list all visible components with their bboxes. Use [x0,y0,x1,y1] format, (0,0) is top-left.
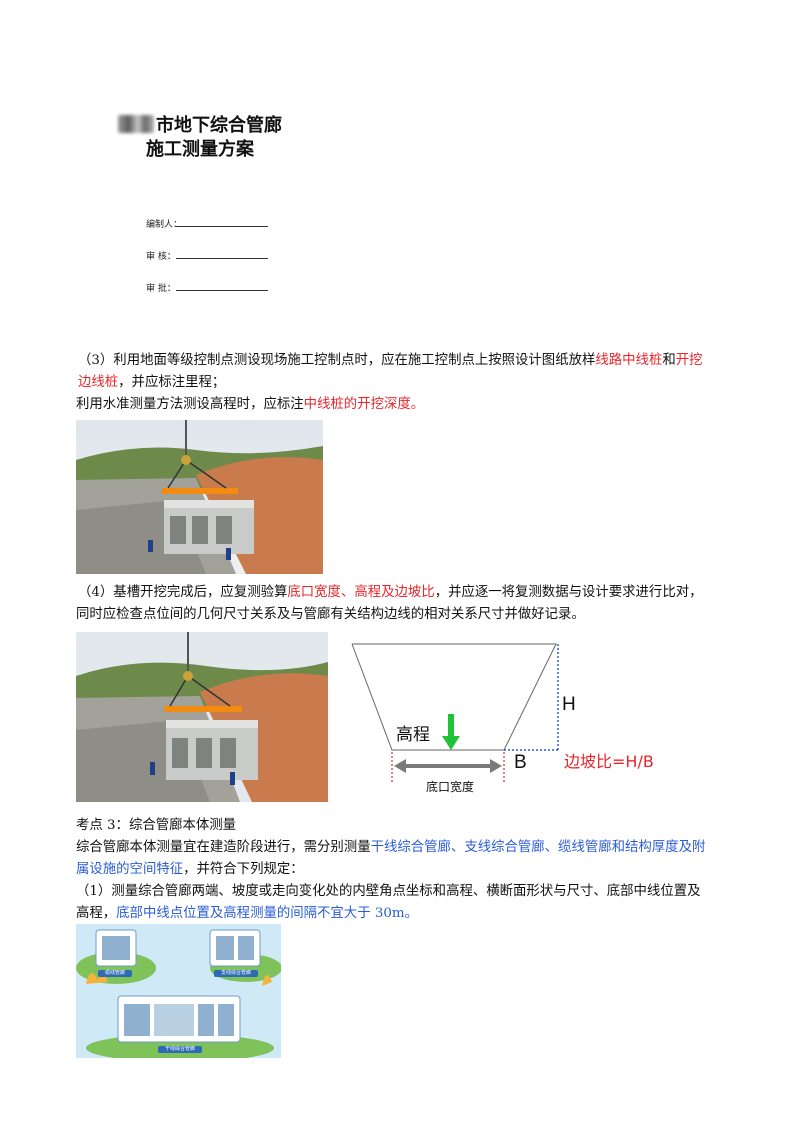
reviewer-label: 审 核： [146,252,176,262]
H-label: H [562,694,576,715]
construction-photo-1 [76,420,323,574]
utility-tunnel-illustration: 缆线管廊 支线综合管廊 干线综合管廊 [76,924,281,1058]
bottom-width-label: 底口宽度 [426,780,475,794]
badge-main-tunnel: 干线综合管廊 [158,1046,202,1053]
elevation-label: 高程 [396,725,430,745]
compiler-label: 编制人： [146,220,183,230]
reviewer-line [176,258,268,259]
redacted-city-name [118,115,154,133]
compiler-line [176,226,268,227]
kaodian3-section: 考点 3：综合管廊本体测量 综合管廊本体测量宜在建造阶段进行，需分别测量干线综合… [76,815,746,925]
kaodian3-heading: 考点 3：综合管廊本体测量 [76,818,237,833]
slope-ratio-label: 边坡比=H/B [564,752,654,771]
section3-paragraph: （3）利用地面等级控制点测设现场施工控制点时，应在施工控制点上按照设计图纸放样线… [76,353,703,412]
section4-paragraph: （4）基槽开挖完成后，应复测验算底口宽度、高程及边坡比，并应逐一将复测数据与设计… [76,585,703,622]
badge-branch-tunnel: 支线综合管廊 [214,970,258,977]
construction-photo-2 [76,632,328,802]
approver-label: 审 批： [146,284,176,294]
B-label: B [514,752,527,773]
doc-title-line1: 市地下综合管廊 [118,114,282,138]
badge-cable-tunnel: 缆线管廊 [98,970,132,977]
doc-title-line2: 施工测量方案 [146,139,254,160]
trench-diagram: 高程 H B 边坡比=H/B 底口宽度 [344,636,664,804]
approver-line [176,290,268,291]
